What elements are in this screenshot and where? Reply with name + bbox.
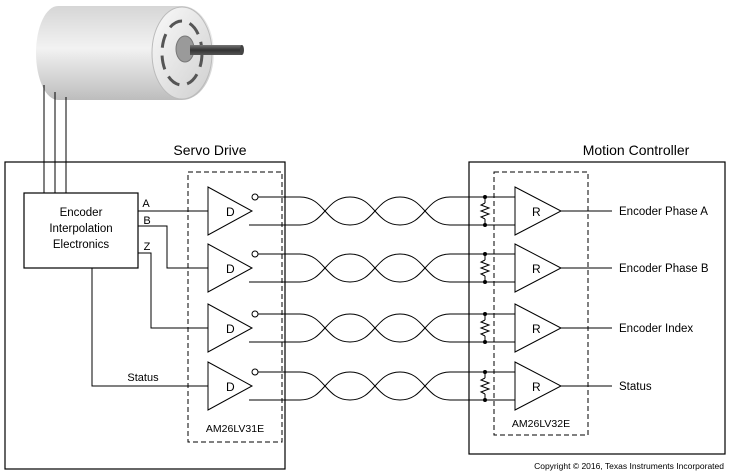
termination-resistor-status — [479, 377, 491, 395]
receiver-status-label: R — [532, 380, 541, 394]
driver-status-inverting-output — [251, 368, 259, 376]
driver-a-label: D — [226, 205, 235, 219]
termination-resistor-a — [479, 202, 491, 220]
receiver-a-label: R — [532, 205, 541, 219]
driver-b-label: D — [226, 262, 235, 276]
encoder-block-label-3: Electronics — [53, 239, 109, 251]
receiver-z-label: R — [532, 322, 541, 336]
twisted-pair-status-2 — [299, 371, 485, 401]
channel-b: D R Encoder Phase B — [207, 243, 709, 293]
receiver-chip-outline — [493, 171, 589, 436]
driver-b — [207, 243, 254, 293]
input-label-z: Z — [144, 241, 151, 253]
driver-a — [207, 186, 254, 236]
motor-cables — [43, 85, 67, 193]
channel-z: D R Encoder Index — [207, 303, 693, 353]
receiver-a — [514, 186, 563, 236]
twisted-pair-status-1 — [299, 371, 485, 401]
copyright-notice: Copyright © 2016, Texas Instruments Inco… — [534, 461, 724, 471]
twisted-pair-a-2 — [299, 196, 485, 226]
motor-illustration — [36, 6, 244, 100]
driver-status — [207, 361, 254, 411]
output-label-encoder-index: Encoder Index — [619, 323, 693, 335]
driver-a-inverting-output — [251, 193, 259, 201]
driver-chip-label: AM26LV31E — [206, 423, 264, 435]
twisted-pair-a-1 — [299, 196, 485, 226]
twisted-pair-z-1 — [299, 313, 485, 343]
driver-status-label: D — [226, 380, 235, 394]
termination-resistor-b — [479, 259, 491, 277]
servo-drive-title: Servo Drive — [173, 142, 246, 158]
driver-b-inverting-output — [251, 250, 259, 258]
twisted-pair-b-1 — [299, 253, 485, 283]
encoder-interpolation-block — [23, 192, 139, 269]
receiver-b — [514, 243, 563, 293]
output-label-encoder-phase-b: Encoder Phase B — [619, 263, 709, 275]
encoder-block-label-2: Interpolation — [49, 223, 112, 235]
channel-status: D R Status — [207, 361, 652, 411]
termination-resistor-z — [479, 319, 491, 337]
receiver-z — [514, 303, 563, 353]
servo-drive-box — [4, 161, 286, 470]
channel-a: D R Encoder Phase A — [207, 186, 708, 236]
input-label-a: A — [142, 198, 150, 210]
input-label-b: B — [143, 215, 150, 227]
twisted-pair-z-2 — [299, 313, 485, 343]
receiver-b-label: R — [532, 262, 541, 276]
output-label-encoder-phase-a: Encoder Phase A — [619, 206, 708, 218]
driver-z-label: D — [226, 322, 235, 336]
input-label-status: Status — [127, 372, 159, 384]
motion-controller-title: Motion Controller — [583, 142, 690, 158]
receiver-chip-label: AM26LV32E — [512, 418, 570, 430]
twisted-pair-b-2 — [299, 253, 485, 283]
driver-chip-outline — [187, 171, 283, 443]
receiver-status — [514, 361, 563, 411]
encoder-block-label-1: Encoder — [60, 207, 103, 219]
driver-z — [207, 303, 254, 353]
output-label-status: Status — [619, 381, 652, 393]
motion-controller-box — [468, 161, 726, 455]
driver-z-inverting-output — [251, 310, 259, 318]
input-wires — [91, 210, 208, 387]
